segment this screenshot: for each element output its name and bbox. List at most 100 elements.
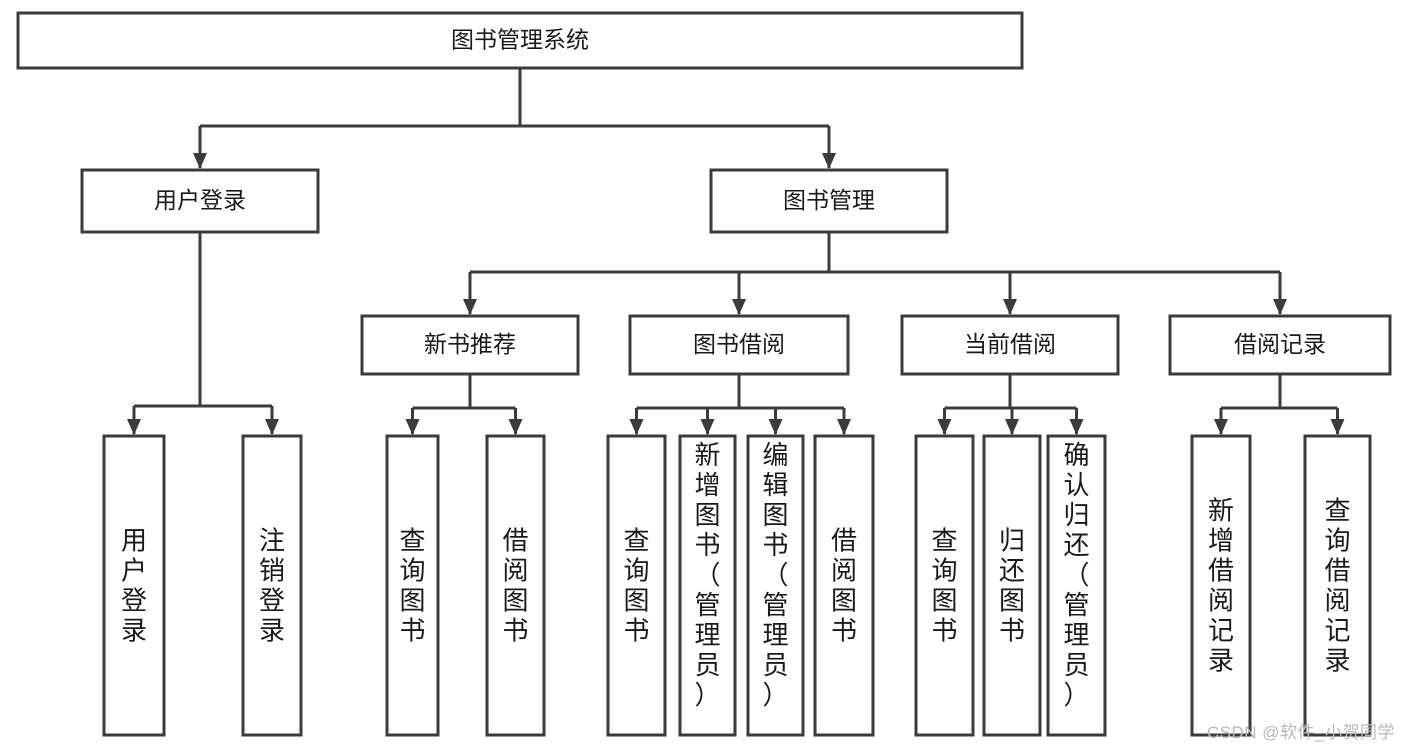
arrow-head-icon — [1214, 419, 1228, 435]
node-leaf-11-char: 新 — [1208, 496, 1234, 526]
node-leaf-12-rect[interactable] — [1303, 434, 1372, 737]
node-leaf-5-char: 管 — [694, 590, 720, 620]
arrow-head-icon — [405, 419, 420, 435]
node-leaf-7-char: 书 — [831, 616, 857, 646]
node-level3-0-rect[interactable] — [360, 314, 580, 376]
boxes-layer — [16, 11, 1392, 737]
node-level3-1[interactable] — [628, 314, 850, 376]
node-leaf-4[interactable] — [606, 434, 667, 737]
node-leaf-9-char: 归 — [999, 526, 1025, 556]
node-level2-1[interactable] — [709, 168, 949, 234]
node-leaf-6-rect[interactable] — [746, 434, 805, 737]
node-leaf-6-char: 辑 — [762, 470, 788, 500]
node-leaf-0-rect[interactable] — [102, 434, 166, 737]
node-leaf-8-rect[interactable] — [914, 434, 975, 737]
node-leaf-3[interactable] — [485, 434, 546, 737]
node-leaf-4-char: 图 — [623, 586, 649, 616]
node-leaf-10-char: 理 — [1063, 620, 1089, 650]
node-leaf-5[interactable] — [678, 434, 737, 737]
node-leaf-2[interactable] — [385, 434, 440, 737]
node-leaf-5-char: 图 — [694, 500, 720, 530]
node-level3-3-rect[interactable] — [1168, 314, 1392, 376]
node-leaf-9-char: 图 — [999, 586, 1025, 616]
node-level2-1-rect[interactable] — [709, 168, 949, 234]
node-leaf-9-rect[interactable] — [982, 434, 1042, 737]
node-leaf-5-char: 员 — [694, 650, 720, 680]
arrow-head-icon — [265, 419, 279, 435]
node-leaf-8[interactable] — [914, 434, 975, 737]
node-level3-3[interactable] — [1168, 314, 1392, 376]
node-leaf-11-char: 借 — [1208, 556, 1234, 586]
node-leaf-10-char: 还 — [1063, 530, 1089, 560]
node-leaf-4-char: 书 — [623, 616, 649, 646]
node-root[interactable] — [16, 11, 1024, 70]
node-leaf-10-char: 管 — [1063, 590, 1089, 620]
node-leaf-12-char: 录 — [1324, 646, 1350, 676]
node-leaf-6-char: 管 — [762, 590, 788, 620]
node-leaf-1-rect[interactable] — [241, 434, 303, 737]
node-leaf-7[interactable] — [813, 434, 875, 737]
arrow-head-icon — [937, 419, 952, 435]
node-leaf-2-char: 询 — [399, 556, 425, 586]
arrow-head-icon — [508, 419, 523, 435]
node-level3-1-rect[interactable] — [628, 314, 850, 376]
node-leaf-8-char: 查 — [931, 526, 957, 556]
node-leaf-10-char: 员 — [1063, 650, 1089, 680]
node-leaf-3-char: 图 — [502, 586, 528, 616]
node-root-rect[interactable] — [16, 11, 1024, 70]
node-leaf-12-char: 询 — [1324, 526, 1350, 556]
node-leaf-1-char: 注 — [259, 526, 285, 556]
node-leaf-12[interactable] — [1303, 434, 1372, 737]
node-leaf-0-label: 用户登录 — [121, 526, 147, 646]
arrow-head-icon — [193, 153, 207, 169]
arrow-head-icon — [732, 299, 746, 315]
node-leaf-5-char: 增 — [694, 470, 720, 500]
node-leaf-8-char: 图 — [931, 586, 957, 616]
node-level3-2[interactable] — [900, 314, 1120, 376]
node-leaf-2-char: 书 — [399, 616, 425, 646]
node-leaf-0[interactable] — [102, 434, 166, 737]
node-leaf-6-char: 编 — [762, 440, 788, 470]
node-leaf-10[interactable] — [1046, 434, 1107, 737]
node-level3-3-label: 借阅记录 — [1234, 331, 1326, 357]
node-leaf-10-char: 归 — [1063, 500, 1089, 530]
node-leaf-5-rect[interactable] — [678, 434, 737, 737]
node-leaf-6-char: 员 — [762, 650, 788, 680]
node-leaf-2-rect[interactable] — [385, 434, 440, 737]
node-leaf-7-rect[interactable] — [813, 434, 875, 737]
node-leaf-6[interactable] — [746, 434, 805, 737]
node-leaf-0-char: 登 — [121, 586, 147, 616]
node-level3-2-rect[interactable] — [900, 314, 1120, 376]
node-level3-0-label: 新书推荐 — [424, 331, 516, 357]
node-leaf-10-char: 确 — [1063, 440, 1089, 470]
node-leaf-9[interactable] — [982, 434, 1042, 737]
node-level3-0[interactable] — [360, 314, 580, 376]
node-leaf-0-char: 户 — [121, 556, 147, 586]
node-leaf-12-char: 阅 — [1324, 586, 1350, 616]
node-level2-0-rect[interactable] — [80, 168, 320, 234]
arrow-head-icon — [1330, 419, 1345, 435]
node-leaf-11[interactable] — [1190, 434, 1252, 737]
node-leaf-5-char: ） — [694, 680, 720, 710]
node-leaf-10-char: ） — [1063, 680, 1089, 710]
node-leaf-9-char: 书 — [999, 616, 1025, 646]
node-leaf-4-rect[interactable] — [606, 434, 667, 737]
node-leaf-1[interactable] — [241, 434, 303, 737]
node-leaf-3-rect[interactable] — [485, 434, 546, 737]
node-leaf-6-char: 图 — [762, 500, 788, 530]
node-leaf-6-char: 书 — [762, 530, 788, 560]
node-level2-0[interactable] — [80, 168, 320, 234]
node-leaf-10-rect[interactable] — [1046, 434, 1107, 737]
node-leaf-3-char: 借 — [502, 526, 528, 556]
arrow-head-icon — [127, 419, 141, 435]
node-leaf-11-rect[interactable] — [1190, 434, 1252, 737]
node-leaf-8-char: 书 — [931, 616, 957, 646]
